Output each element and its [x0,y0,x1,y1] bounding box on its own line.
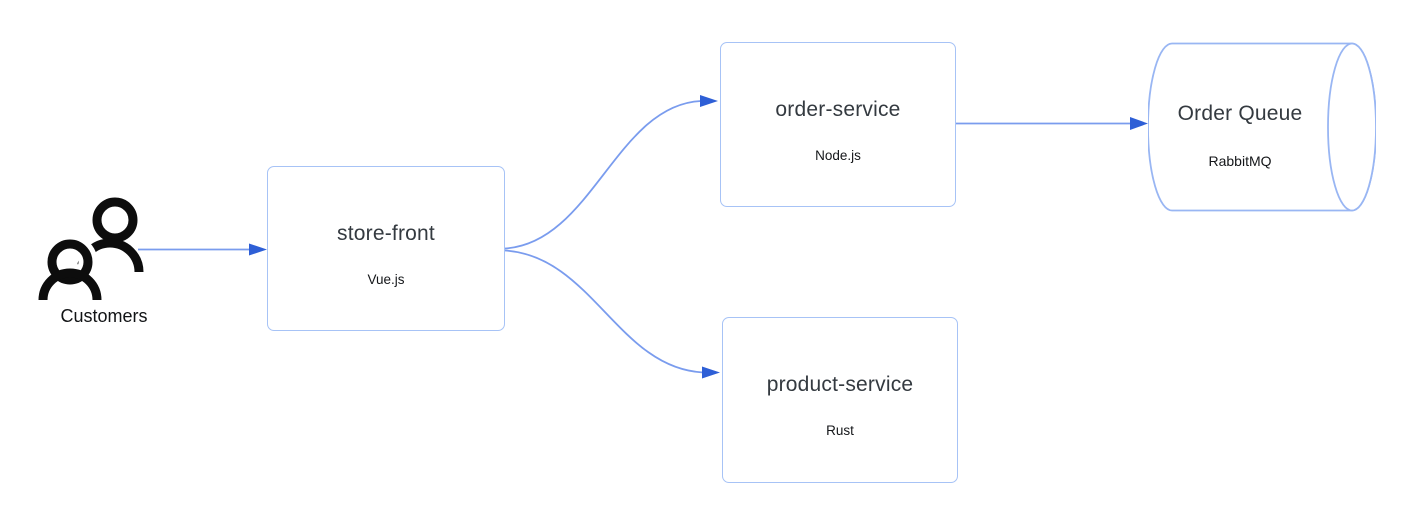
edge-order-service-to-order-queue [956,117,1148,130]
edge-store-front-to-product-service [504,249,720,379]
node-order-queue: Order Queue RabbitMQ [1148,42,1376,212]
node-order-service: order-service Node.js [720,42,956,207]
node-title: order-service [775,98,901,121]
node-subtitle: Node.js [815,148,861,163]
node-title: product-service [766,373,914,396]
node-store-front: store-front Vue.js [267,166,505,331]
node-title: Order Queue [1177,102,1303,125]
node-subtitle: Vue.js [367,272,405,287]
node-title: store-front [337,222,435,245]
node-subtitle: Rust [826,423,854,438]
edge-customers-to-store-front [138,243,267,256]
customers-label: Customers [60,306,148,326]
users-icon [33,197,144,301]
customers-actor [33,192,144,310]
queue-cylinder-shape [1148,42,1376,212]
edge-store-front-to-order-service [504,95,718,250]
node-subtitle: RabbitMQ [1208,153,1272,169]
node-product-service: product-service Rust [722,317,958,483]
